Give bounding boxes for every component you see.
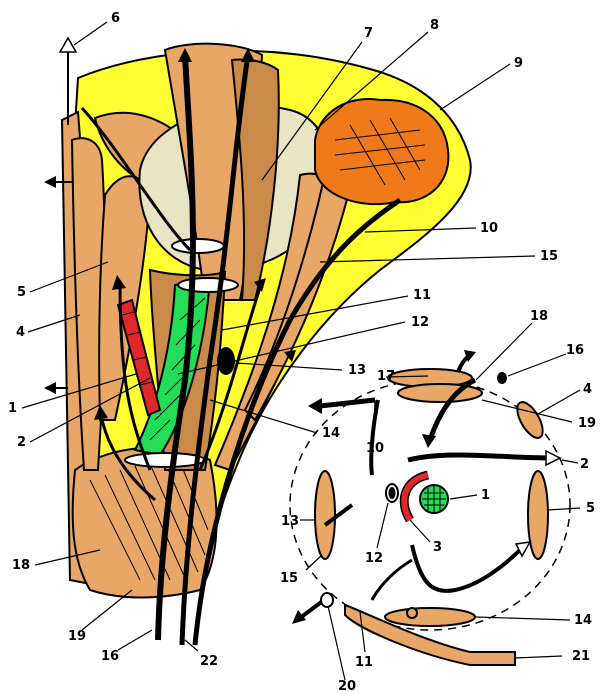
label-11: 11 (413, 288, 431, 303)
cut-edge-mid (178, 278, 238, 292)
section-label-5: 5 (586, 501, 595, 516)
label-19: 19 (68, 629, 86, 644)
section-label-20: 20 (338, 679, 356, 694)
arrow-icon (60, 38, 76, 52)
label-15: 15 (540, 249, 558, 264)
section-label-21: 21 (572, 649, 590, 664)
arrow-icon (44, 382, 56, 394)
label-7: 7 (364, 26, 373, 41)
section-vein-12-core (389, 487, 396, 499)
section-vessel-11 (412, 545, 522, 591)
section-vein-16 (497, 372, 507, 384)
section-label-19: 19 (578, 416, 596, 431)
section-vessel-left (320, 400, 375, 406)
section-vein-20 (321, 593, 333, 607)
section-label-18: 18 (530, 309, 548, 324)
section-label-4: 4 (583, 382, 592, 397)
cut-edge-bottom (125, 453, 205, 467)
section-label-13: 13 (281, 514, 299, 529)
label-12: 12 (411, 315, 429, 330)
section-muscle-14 (385, 608, 475, 626)
section-label-16: 16 (566, 343, 584, 358)
label-8: 8 (430, 18, 439, 33)
section-vessel-2 (408, 455, 552, 460)
section-muscle-13 (315, 471, 335, 559)
label-16: 16 (101, 649, 119, 664)
label-4: 4 (16, 325, 25, 340)
section-small-dot (407, 608, 417, 618)
label-22: 22 (200, 654, 218, 669)
label-6: 6 (111, 11, 120, 26)
cross-section-view (290, 350, 570, 665)
section-label-10: 10 (366, 441, 384, 456)
label-9: 9 (514, 56, 523, 71)
label-2: 2 (17, 435, 26, 450)
section-label-12: 12 (365, 551, 383, 566)
label-13: 13 (348, 363, 366, 378)
section-label-15: 15 (280, 571, 298, 586)
arrow-icon (308, 398, 322, 414)
section-label-17: 17 (377, 369, 395, 384)
section-label-11: 11 (355, 655, 373, 670)
section-label-1: 1 (481, 488, 490, 503)
tumor (315, 99, 448, 204)
arrow-icon (44, 176, 56, 188)
arrow-icon (546, 451, 560, 465)
label-18: 18 (12, 558, 30, 573)
section-muscle-5 (528, 471, 548, 559)
section-muscle-18 (398, 384, 482, 402)
label-10: 10 (480, 221, 498, 236)
main-leg-view (44, 38, 471, 645)
section-label-2: 2 (580, 457, 589, 472)
cut-edge-top (172, 239, 224, 253)
section-label-3: 3 (433, 540, 442, 555)
section-muscle-4 (512, 398, 548, 442)
label-5: 5 (17, 285, 26, 300)
section-vessel-11b (372, 560, 412, 600)
arrow-icon (422, 434, 436, 448)
label-14: 14 (322, 426, 340, 441)
section-label-14: 14 (574, 613, 592, 628)
label-1: 1 (8, 401, 17, 416)
